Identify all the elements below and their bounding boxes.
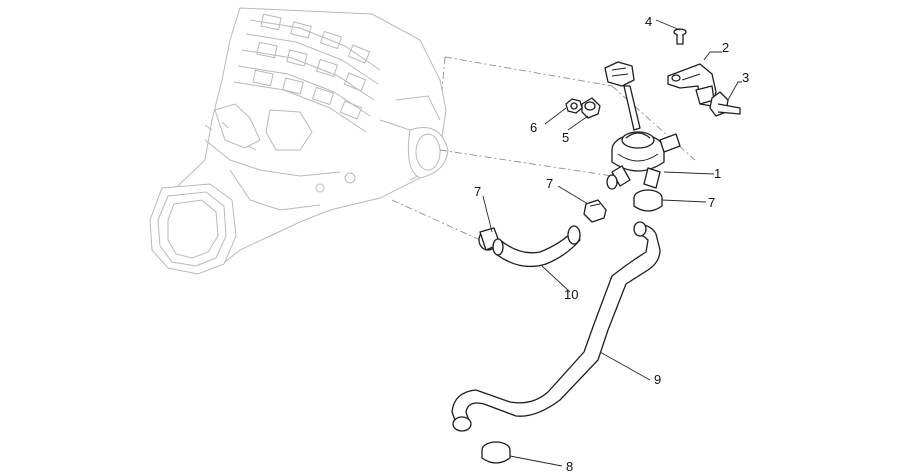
callout-8: 8 xyxy=(566,459,573,472)
valve-assembly xyxy=(604,61,681,190)
callout-7-right: 7 xyxy=(708,195,715,210)
clamp-upper-right xyxy=(633,189,663,212)
callout-4: 4 xyxy=(645,14,652,29)
leader-lines xyxy=(482,19,742,467)
callout-3: 3 xyxy=(742,70,749,85)
callout-6: 6 xyxy=(530,120,537,135)
callout-9: 9 xyxy=(654,372,661,387)
screw xyxy=(673,28,687,45)
bushing xyxy=(581,97,601,119)
callout-labels: 1 2 3 4 5 6 7 7 7 8 9 10 xyxy=(474,14,749,472)
nut xyxy=(565,98,583,114)
callout-5: 5 xyxy=(562,130,569,145)
callout-2: 2 xyxy=(722,40,729,55)
callout-10: 10 xyxy=(564,287,578,302)
clamp-bottom xyxy=(481,441,511,464)
bracket xyxy=(667,63,717,107)
long-hose xyxy=(451,221,661,432)
callout-7-left: 7 xyxy=(474,184,481,199)
callout-7-middle: 7 xyxy=(546,176,553,191)
callout-1: 1 xyxy=(714,166,721,181)
intake-manifold-ghost xyxy=(149,7,449,275)
short-hose xyxy=(492,225,581,268)
clamp-upper-middle xyxy=(583,199,607,223)
bolt xyxy=(709,91,741,117)
